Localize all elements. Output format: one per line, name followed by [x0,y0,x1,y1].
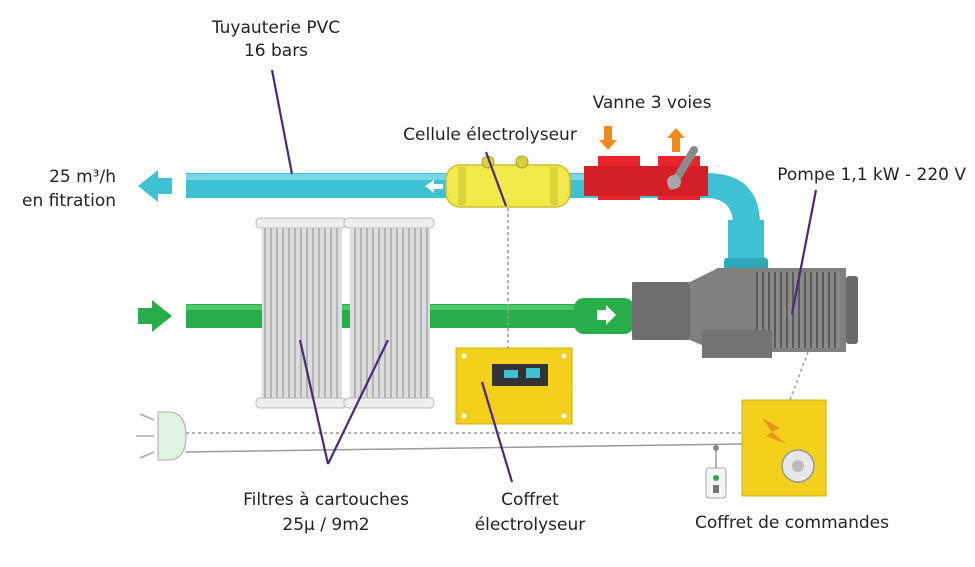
control-box-label: Coffret de commandes [695,513,889,533]
wiring-dashed [186,208,809,434]
outlet-arrow-icon [138,170,172,202]
leader-lines [270,69,818,483]
control-box [741,399,827,497]
lightning-icon [762,418,786,444]
cartridge-filter-1 [255,217,347,409]
flow-arrow-left-icon [425,180,443,193]
electrolysis-cell [445,155,571,208]
pump [632,268,858,358]
flow-arrow-right-icon [597,305,616,325]
three-way-valve [584,146,708,200]
valve-label: Vanne 3 voies [593,93,712,113]
flow-rate-line1: 25 m³/h [49,167,116,187]
pipe-label-line1: Tuyauterie PVC [211,18,340,38]
pump-label: Pompe 1,1 kW - 220 V [777,165,966,185]
electro-box-label-line2: électrolyseur [475,515,586,535]
gauge-icon [781,449,815,483]
switch-icon [705,467,727,499]
electrolyser-box [455,347,573,425]
filters-label-line2: 25μ / 9m2 [282,515,369,535]
arrow-down-icon [599,126,617,150]
filters-label-line1: Filtres à cartouches [243,490,409,510]
inlet-arrow-icon [138,300,172,332]
cell-label: Cellule électrolyseur [403,125,577,145]
cartridge-filter-2 [343,217,435,409]
pipe-label-line2: 16 bars [244,41,308,61]
light-icon [136,411,187,461]
wiring-solid [185,443,743,468]
arrow-up-icon [667,128,685,152]
wiring-junction [713,445,719,451]
flow-rate-line2: en fitration [22,191,116,211]
electro-box-label-line1: Coffret [501,490,559,510]
